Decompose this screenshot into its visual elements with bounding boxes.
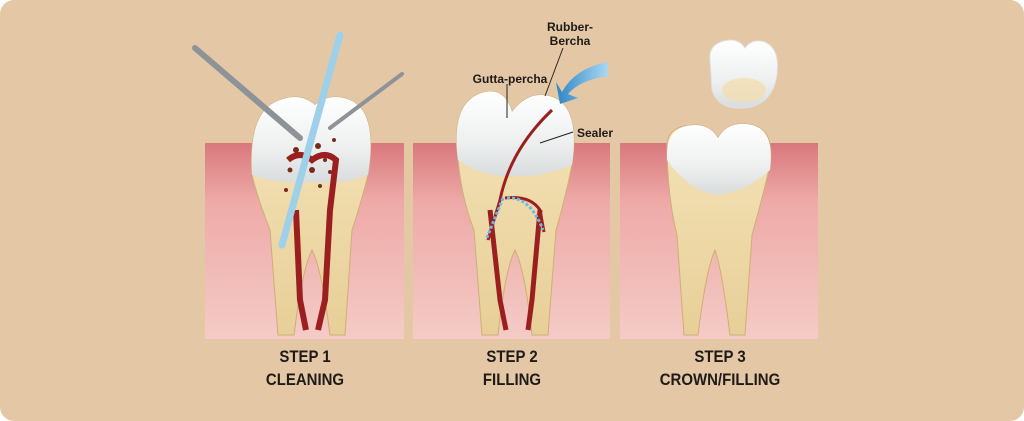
sealer-line: [484, 196, 545, 241]
dental-tool-left: [192, 45, 303, 141]
dental-tool-right: [328, 72, 404, 130]
step-3-caption: STEP 3 CROWN/FILLING: [623, 345, 817, 391]
insertion-arrow: [556, 62, 608, 104]
infected-pulp: [286, 152, 340, 331]
endodontic-file: [278, 31, 344, 249]
label-rubber-bercha: Rubber- Bercha: [547, 20, 593, 48]
rubber-leader-line: [544, 47, 564, 97]
step-2-caption: STEP 2 FILLING: [415, 345, 609, 391]
label-sealer: Sealer: [576, 126, 614, 140]
crown-enamel: [456, 91, 574, 177]
step-1-title: CLEANING: [265, 370, 345, 389]
step-2-number: STEP 2: [486, 347, 538, 366]
step-3-number: STEP 3: [694, 347, 746, 366]
tooth-crown-base: [666, 123, 771, 195]
step-1-number: STEP 1: [279, 347, 331, 366]
step-2-title: FILLING: [482, 370, 542, 389]
panel-step-1: [192, 31, 404, 339]
root-canals: [487, 209, 543, 331]
step-1-caption: STEP 1 CLEANING: [208, 345, 402, 391]
step-3-title: CROWN/FILLING: [659, 370, 781, 389]
label-gutta-percha: Gutta-percha: [472, 72, 548, 86]
panel-step-3: [620, 39, 818, 339]
crown-inner: [722, 78, 766, 102]
panel-step-2: [413, 47, 610, 339]
sealer-leader-line: [539, 131, 574, 144]
